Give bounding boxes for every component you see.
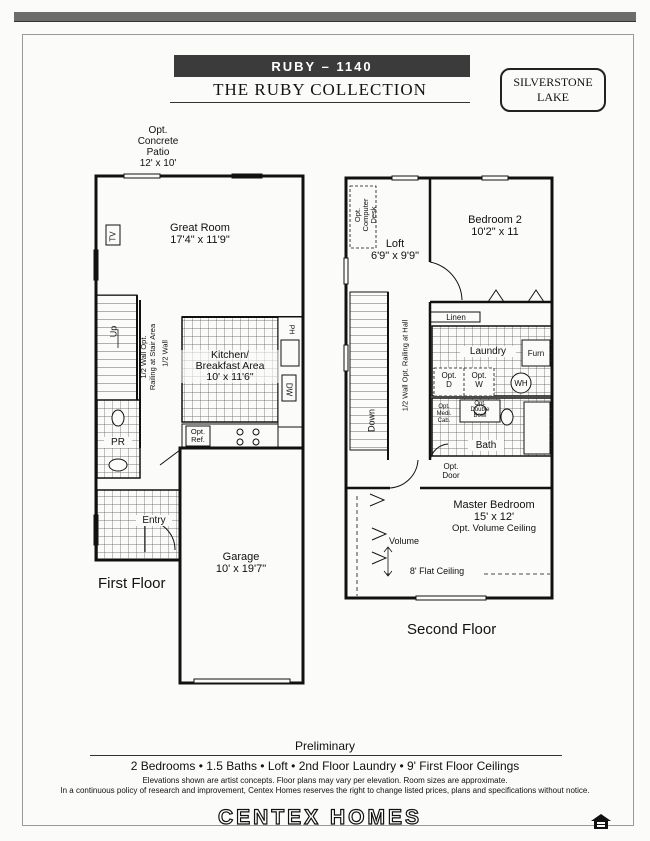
- water-heater-label: WH: [514, 379, 528, 388]
- disclaimer-line-1: Elevations shown are artist concepts. Fl…: [142, 776, 508, 785]
- stairs-down-label: Down: [366, 409, 377, 433]
- equal-housing-icon: [591, 814, 611, 829]
- dishwasher-label: DW: [284, 382, 294, 397]
- volume-label: Volume: [388, 536, 420, 546]
- second-floor-railing-note: 1/2 Wall Opt. Railing at Hall: [400, 319, 410, 412]
- stairs-up-label: Up: [108, 325, 119, 338]
- title-rule: [170, 102, 470, 103]
- optional-dryer-label: Opt.D: [441, 371, 457, 389]
- linen-label: Linen: [446, 313, 466, 322]
- page-frame: [22, 34, 634, 826]
- optional-washer-label: Opt.W: [471, 371, 487, 389]
- furnace-label: Furn: [527, 349, 545, 358]
- second-floor-plan: [343, 175, 554, 601]
- top-border-band: [14, 12, 636, 22]
- second-floor-label: Second Floor: [407, 621, 497, 638]
- first-floor-railing-note: 1/2 Wall Opt.Railing at Stair Area: [139, 323, 157, 391]
- refrigerator-label: Opt.Ref.: [190, 427, 206, 444]
- medicine-cabinet-label: Opt.Medi.Cab.: [436, 404, 452, 424]
- optional-door-label: Opt.Door: [442, 462, 460, 480]
- model-name-bar: RUBY – 1140: [174, 55, 470, 77]
- silverstone-lake-logo: SILVERSTONE LAKE: [500, 68, 606, 112]
- disclaimer-line-2: In a continuous policy of research and i…: [60, 786, 590, 795]
- preliminary-label: Preliminary: [294, 739, 355, 753]
- pantry-label: PH: [287, 324, 295, 335]
- first-floor-label: First Floor: [98, 575, 166, 592]
- logo-line-2: LAKE: [537, 90, 569, 104]
- flat-ceiling-label: 8' Flat Ceiling: [392, 566, 482, 577]
- logo-line-1: SILVERSTONE: [513, 75, 593, 89]
- entry-label: Entry: [136, 515, 172, 526]
- features-line: 2 Bedrooms • 1.5 Baths • Loft • 2nd Floo…: [130, 759, 520, 773]
- laundry-label: Laundry: [460, 346, 516, 357]
- half-wall-label: 1/2 Wall: [160, 340, 170, 367]
- footer-rule: [90, 755, 562, 756]
- powder-room-label: PR: [104, 437, 132, 448]
- bath-label: Bath: [468, 440, 504, 451]
- collection-title: THE RUBY COLLECTION: [213, 80, 427, 99]
- tv-label: TV: [108, 231, 118, 242]
- centex-homes-logo: CENTEX HOMES: [217, 805, 423, 829]
